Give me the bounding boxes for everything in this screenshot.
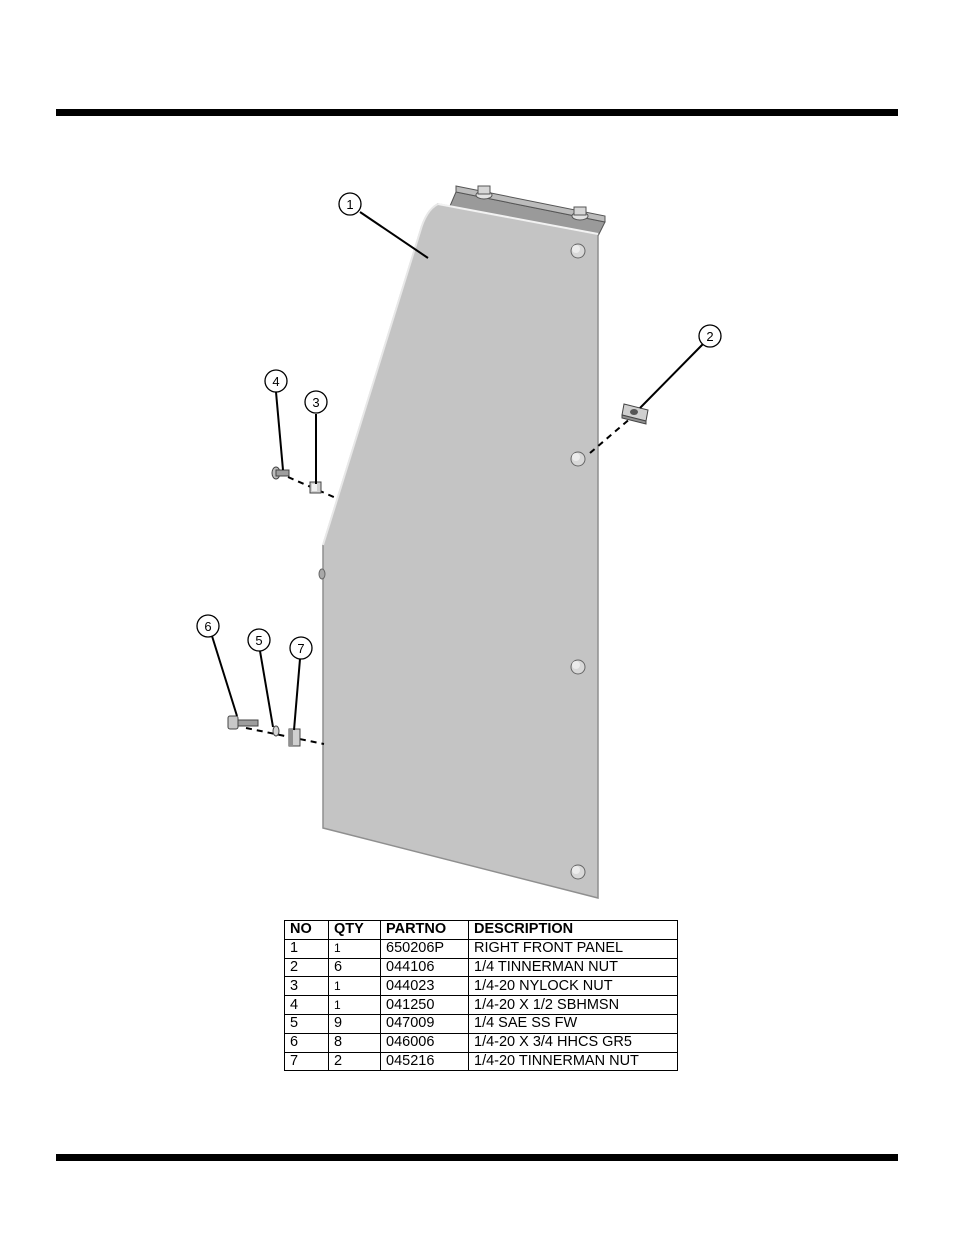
callout-label: 7 xyxy=(297,641,304,656)
cell-description: 1/4 SAE SS FW xyxy=(468,1013,678,1034)
callout-balloon-1: 1 xyxy=(338,192,362,216)
cell-description: 1/4-20 X 3/4 HHCS GR5 xyxy=(468,1032,678,1053)
callout-balloon-4: 4 xyxy=(264,369,288,393)
cell-qty: 8 xyxy=(328,1032,381,1053)
hex-bolt-part-6 xyxy=(227,715,259,730)
cell-no: 3 xyxy=(284,976,329,997)
cell-no: 4 xyxy=(284,995,329,1015)
cell-qty: 1 xyxy=(328,995,381,1015)
cell-partno: 045216 xyxy=(380,1051,469,1072)
panel-stud xyxy=(570,451,586,467)
footer-rule xyxy=(56,1154,898,1161)
cell-no: 7 xyxy=(284,1051,329,1072)
table-row: 5 9 047009 1/4 SAE SS FW xyxy=(284,1013,678,1034)
cell-partno: 046006 xyxy=(380,1032,469,1053)
parts-table: NO QTY PARTNO DESCRIPTION 1 1 650206P RI… xyxy=(284,920,678,1072)
cell-no: 5 xyxy=(284,1013,329,1034)
cell-description: 1/4-20 TINNERMAN NUT xyxy=(468,1051,678,1072)
cell-qty: 2 xyxy=(328,1051,381,1072)
table-row: 3 1 044023 1/4-20 NYLOCK NUT xyxy=(284,976,678,997)
cell-qty: 1 xyxy=(328,976,381,997)
cell-qty: 6 xyxy=(328,957,381,978)
header-qty: QTY xyxy=(328,920,381,940)
callout-balloon-5: 5 xyxy=(247,628,271,652)
cell-description: RIGHT FRONT PANEL xyxy=(468,938,678,959)
parts-table-header: NO QTY PARTNO DESCRIPTION xyxy=(284,920,678,940)
callout-label: 3 xyxy=(312,395,319,410)
cell-qty: 9 xyxy=(328,1013,381,1034)
header-description: DESCRIPTION xyxy=(468,920,678,940)
panel-stud xyxy=(570,659,586,675)
cell-partno: 650206P xyxy=(380,938,469,959)
callout-label: 4 xyxy=(272,374,279,389)
cell-partno: 044106 xyxy=(380,957,469,978)
cell-partno: 044023 xyxy=(380,976,469,997)
cell-no: 6 xyxy=(284,1032,329,1053)
cell-no: 1 xyxy=(284,938,329,959)
top-bracket xyxy=(449,185,606,237)
cell-partno: 047009 xyxy=(380,1013,469,1034)
table-row: 4 1 041250 1/4-20 X 1/2 SBHMSN xyxy=(284,995,678,1015)
table-row: 7 2 045216 1/4-20 TINNERMAN NUT xyxy=(284,1051,678,1072)
washer-part-5 xyxy=(272,725,280,737)
cell-description: 1/4 TINNERMAN NUT xyxy=(468,957,678,978)
callout-label: 2 xyxy=(706,329,713,344)
cell-qty: 1 xyxy=(328,938,381,959)
header-rule xyxy=(56,109,898,116)
callout-label: 6 xyxy=(204,619,211,634)
cell-no: 2 xyxy=(284,957,329,978)
cell-description: 1/4-20 NYLOCK NUT xyxy=(468,976,678,997)
table-row: 1 1 650206P RIGHT FRONT PANEL xyxy=(284,938,678,959)
right-front-panel xyxy=(318,203,599,899)
callout-balloon-6: 6 xyxy=(196,614,220,638)
callout-balloon-3: 3 xyxy=(304,390,328,414)
header-no: NO xyxy=(284,920,329,940)
callout-balloon-2: 2 xyxy=(698,324,722,348)
panel-stud xyxy=(570,243,586,259)
screw-part-4 xyxy=(271,466,290,480)
tinnerman-nut-part-7 xyxy=(288,728,301,747)
cell-partno: 041250 xyxy=(380,995,469,1015)
table-row: 2 6 044106 1/4 TINNERMAN NUT xyxy=(284,957,678,978)
cell-description: 1/4-20 X 1/2 SBHMSN xyxy=(468,995,678,1015)
callout-balloon-7: 7 xyxy=(289,636,313,660)
callout-label: 5 xyxy=(255,633,262,648)
panel-stud xyxy=(570,864,586,880)
callout-label: 1 xyxy=(346,197,353,212)
table-row: 6 8 046006 1/4-20 X 3/4 HHCS GR5 xyxy=(284,1032,678,1053)
callout-leaders xyxy=(211,211,704,731)
header-partno: PARTNO xyxy=(380,920,469,940)
